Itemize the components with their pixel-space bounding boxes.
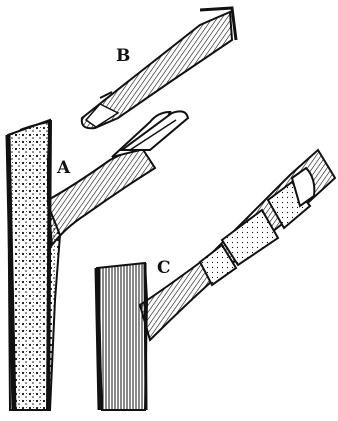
stock-a-branch [48,111,188,245]
label-c: C [157,260,171,277]
scion-b [82,8,236,128]
stock-c-graft [140,150,335,340]
stock-a-trunk [8,120,60,410]
label-a: A [57,160,70,177]
stock-c-trunk [97,263,147,410]
label-b: B [116,48,130,65]
